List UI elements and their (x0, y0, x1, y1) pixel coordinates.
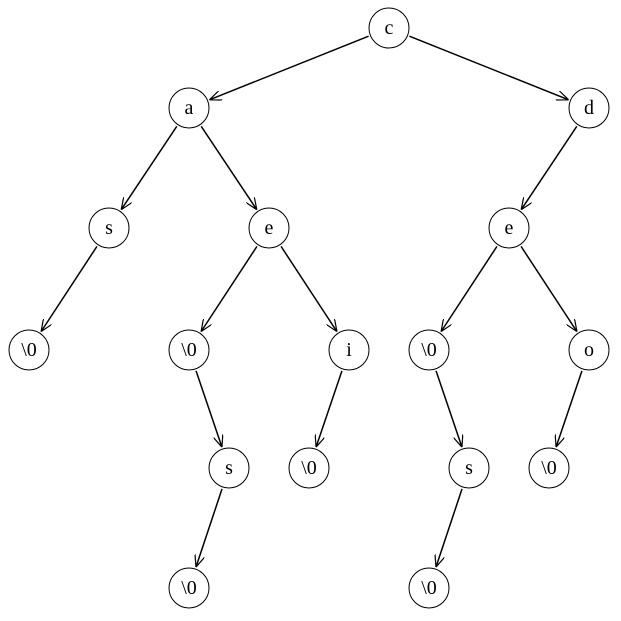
node-label: \0 (21, 339, 37, 361)
node-label: \0 (541, 457, 557, 479)
node-circle (288, 447, 330, 489)
node-circle (208, 447, 250, 489)
tree-node: \0 (528, 447, 570, 489)
node-label: i (346, 339, 352, 361)
tree-node: a (168, 87, 210, 129)
node-label: d (584, 97, 594, 119)
node-label: c (385, 17, 394, 39)
node-label: s (225, 457, 233, 479)
node-label: s (465, 457, 473, 479)
node-circle (408, 567, 450, 609)
node-label: a (185, 97, 194, 119)
node-circle (168, 87, 210, 129)
node-circle (528, 447, 570, 489)
node-circle (408, 329, 450, 371)
edge-n4-n7 (201, 245, 258, 331)
tree-node: e (488, 207, 530, 249)
edge-n3-n6 (41, 245, 98, 331)
node-label: o (584, 339, 594, 361)
node-label: \0 (181, 577, 197, 599)
node-label: \0 (181, 339, 197, 361)
edge-n9-n13 (435, 370, 462, 447)
tree-node: i (328, 329, 370, 371)
node-circle (8, 329, 50, 371)
node-circle (168, 567, 210, 609)
tree-node: \0 (408, 329, 450, 371)
node-label: e (265, 217, 274, 239)
tree-node: \0 (8, 329, 50, 371)
node-label: s (105, 217, 113, 239)
tree-node: e (248, 207, 290, 249)
edge-n5-n10 (520, 245, 577, 331)
edge-n4-n8 (280, 245, 337, 331)
edge-n8-n12 (316, 370, 343, 447)
node-label: e (505, 217, 514, 239)
tree-node: s (88, 207, 130, 249)
edge-n1-n3 (121, 125, 178, 209)
edge-n13-n16 (436, 488, 463, 567)
tree-node: s (208, 447, 250, 489)
edge-n0-n1 (209, 35, 369, 100)
node-label: \0 (421, 339, 437, 361)
tree-node: \0 (168, 567, 210, 609)
node-circle (488, 207, 530, 249)
node-circle (448, 447, 490, 489)
node-circle (168, 329, 210, 371)
node-circle (568, 329, 610, 371)
tree-node: \0 (408, 567, 450, 609)
tree-node: s (448, 447, 490, 489)
edge-n11-n15 (196, 488, 223, 567)
node-circle (368, 7, 410, 49)
edge-n5-n9 (441, 245, 498, 331)
tree-node: \0 (168, 329, 210, 371)
edge-n0-n2 (409, 35, 568, 100)
edge-n2-n5 (521, 125, 578, 209)
tree-node: o (568, 329, 610, 371)
node-circle (328, 329, 370, 371)
node-circle (248, 207, 290, 249)
edge-n10-n14 (556, 370, 583, 447)
edge-n1-n4 (200, 125, 257, 209)
node-circle (568, 87, 610, 129)
tree-node: d (568, 87, 610, 129)
tree-node: \0 (288, 447, 330, 489)
node-circle (88, 207, 130, 249)
edge-n7-n11 (195, 370, 222, 447)
node-label: \0 (421, 577, 437, 599)
tree-node: c (368, 7, 410, 49)
node-label: \0 (301, 457, 317, 479)
